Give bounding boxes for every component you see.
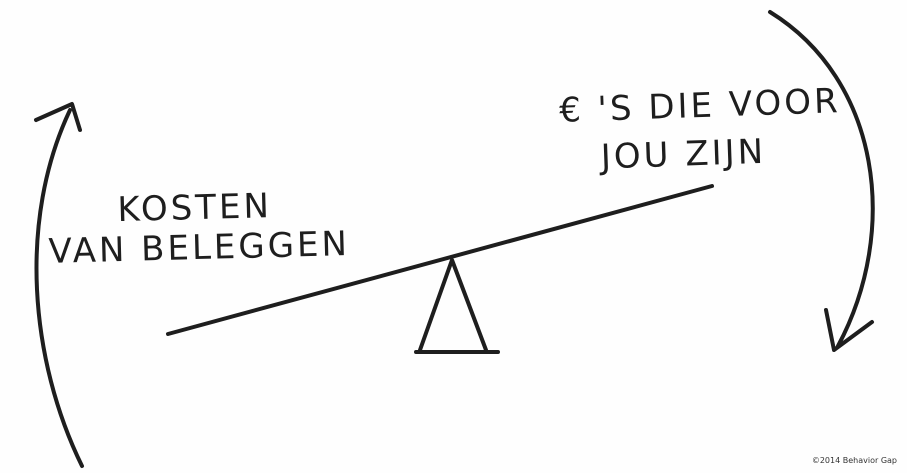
arrow-down-right-head-icon (826, 310, 872, 350)
arrow-up-left-head-icon (36, 104, 80, 130)
copyright-notice: ©2014 Behavior Gap (812, 456, 897, 465)
money-label: € 'S DIE VOOR JOU ZIJN (558, 77, 843, 183)
arrow-up-left-icon (36, 110, 82, 466)
arrow-down-right-icon (770, 12, 873, 346)
seesaw-fulcrum (416, 260, 498, 352)
money-label-line1: € 'S DIE VOOR (558, 77, 841, 135)
costs-label: KOSTEN VAN BELEGGEN (47, 184, 350, 272)
money-label-line2: JOU ZIJN (600, 125, 843, 181)
costs-label-line2: VAN BELEGGEN (48, 224, 350, 272)
costs-label-line1: KOSTEN (117, 184, 349, 230)
